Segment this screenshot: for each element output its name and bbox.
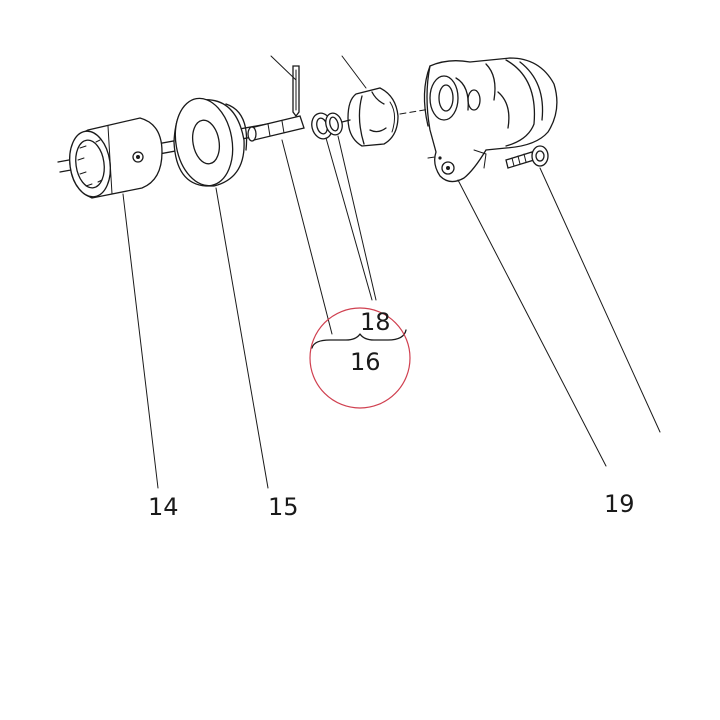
part-18-circlip xyxy=(311,112,343,140)
callout-15: 15 xyxy=(268,493,299,521)
knob-nut xyxy=(341,87,399,147)
callout-16: 16 xyxy=(350,348,381,376)
part-15-washer xyxy=(173,97,248,187)
callout-18: 18 xyxy=(360,308,391,336)
part-14-coupling-sleeve xyxy=(69,117,163,199)
leader-lines xyxy=(122,55,661,489)
split-pin xyxy=(292,65,300,118)
group-brace xyxy=(311,329,407,349)
part-16-spindle-pin xyxy=(247,115,305,142)
bolt xyxy=(505,145,549,169)
callout-19: 19 xyxy=(604,490,635,518)
part-19-housing xyxy=(423,57,558,183)
highlight-circle xyxy=(309,307,411,409)
callout-14: 14 xyxy=(148,493,179,521)
